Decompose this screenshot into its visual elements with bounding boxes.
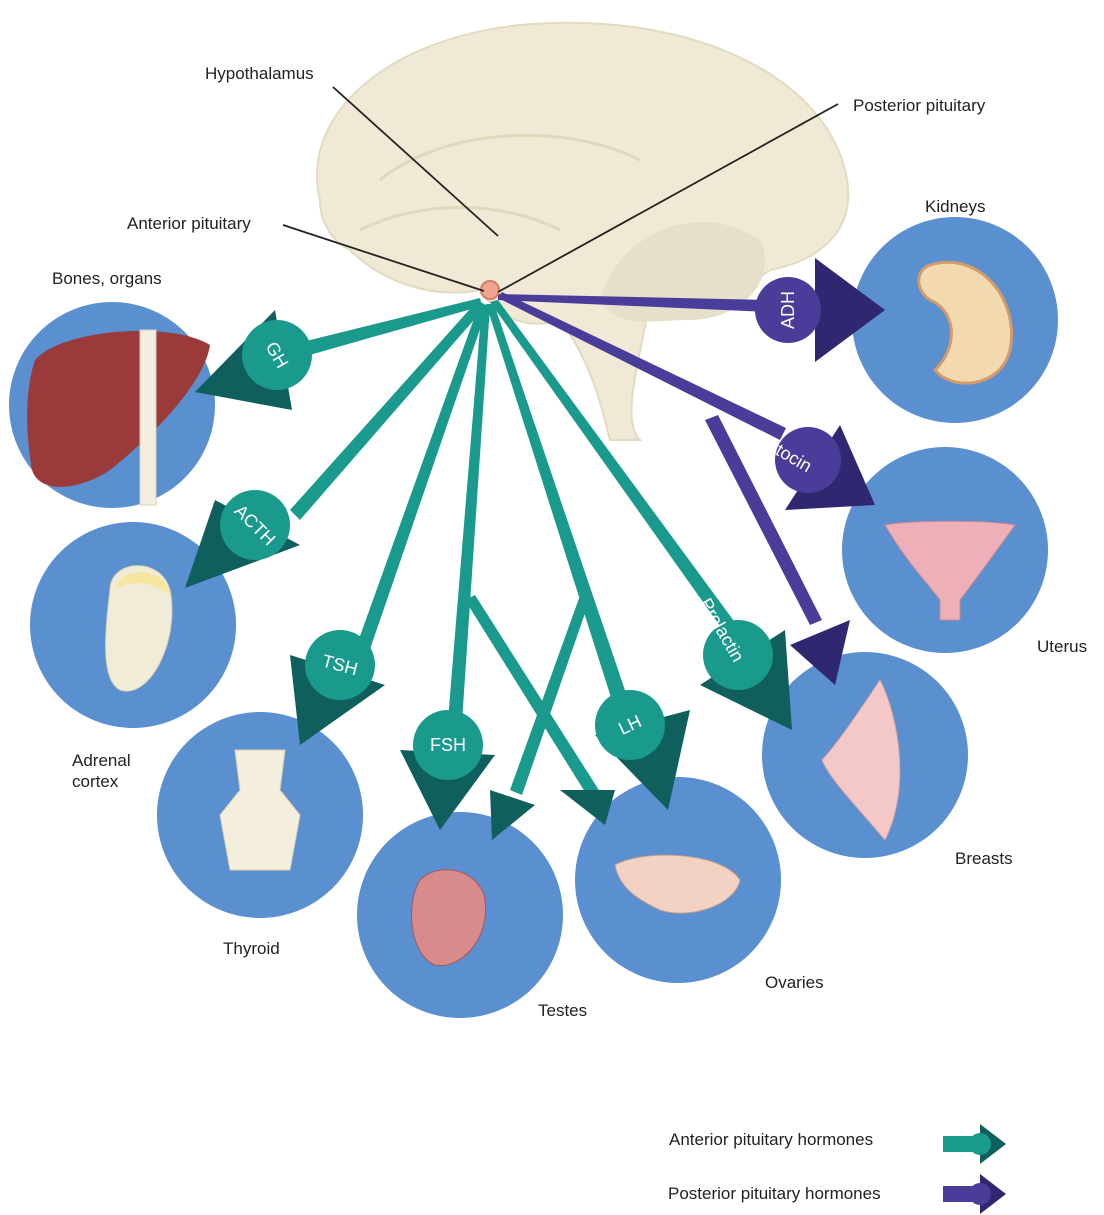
adrenal-label: Adrenal cortex bbox=[72, 750, 131, 792]
posterior-arrows bbox=[498, 258, 885, 685]
kidneys-label: Kidneys bbox=[925, 196, 985, 217]
thyroid-label: Thyroid bbox=[223, 938, 280, 959]
fsh-label: FSH bbox=[430, 735, 466, 755]
bone-shape bbox=[140, 330, 156, 505]
hypothalamus-label: Hypothalamus bbox=[205, 63, 314, 84]
legend-anterior-swatch bbox=[943, 1124, 1006, 1164]
legend-posterior-swatch bbox=[943, 1174, 1006, 1214]
breasts-label: Breasts bbox=[955, 848, 1013, 869]
brain-illustration bbox=[317, 23, 848, 440]
ovaries-label: Ovaries bbox=[765, 972, 824, 993]
bones-organs-label: Bones, organs bbox=[52, 268, 162, 289]
adrenal-label-line2: cortex bbox=[72, 771, 131, 792]
legend-anterior-label: Anterior pituitary hormones bbox=[669, 1130, 873, 1150]
posterior-pituitary-label: Posterior pituitary bbox=[853, 95, 985, 116]
anterior-pituitary-label: Anterior pituitary bbox=[127, 213, 251, 234]
testes-label: Testes bbox=[538, 1000, 587, 1021]
uterus-label: Uterus bbox=[1037, 636, 1087, 657]
adh-label: ADH bbox=[778, 291, 798, 329]
adrenal-label-line1: Adrenal bbox=[72, 750, 131, 771]
legend-posterior-label: Posterior pituitary hormones bbox=[668, 1184, 881, 1204]
